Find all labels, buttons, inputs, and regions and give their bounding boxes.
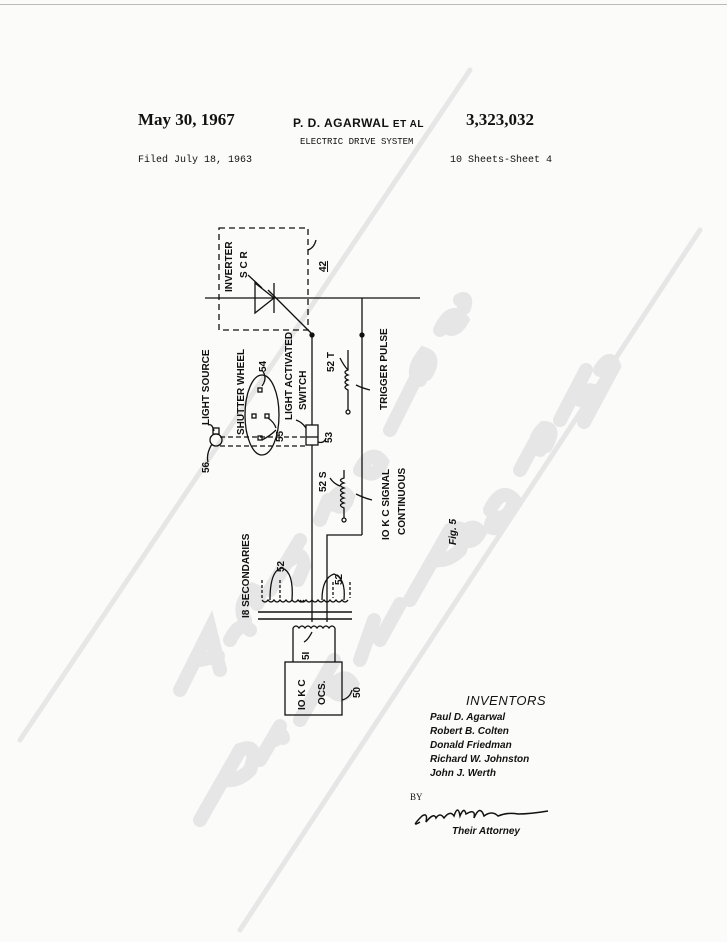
inventor-name: Robert B. Colten — [430, 726, 509, 737]
patent-number: 3,323,032 — [466, 110, 534, 129]
label-scr: S C R — [239, 251, 250, 278]
label-55: 55 — [275, 430, 286, 442]
attorney-signature — [414, 809, 549, 825]
coil-52s — [339, 470, 346, 518]
label-52b: 52 — [334, 573, 345, 585]
label-inverter: INVERTER — [224, 241, 235, 292]
diagram-labels: INVERTER S C R 42 LIGHT SOURCE SHUTTER W… — [201, 241, 459, 710]
inventor-name: P. D. AGARWAL — [293, 116, 390, 130]
oscillator-box — [284, 661, 343, 716]
label-50: 50 — [352, 686, 363, 698]
label-osc-2: OCS. — [317, 680, 328, 705]
coil-52t — [344, 350, 350, 410]
label-continuous: CONTINUOUS — [397, 467, 408, 535]
label-switch: SWITCH — [298, 371, 309, 410]
label-osc-1: IO K C — [297, 679, 308, 710]
label-light-source: LIGHT SOURCE — [201, 349, 212, 425]
inventor-header: P. D. AGARWAL ET AL — [293, 116, 424, 130]
scr-symbol — [254, 281, 276, 315]
label-52a: 52 — [276, 560, 287, 572]
patent-title: ELECTRIC DRIVE SYSTEM — [300, 137, 414, 147]
label-secondaries: I8 SECONDARIES — [241, 533, 252, 618]
inventors-heading: INVENTORS — [466, 693, 547, 708]
inventor-name: Donald Friedman — [430, 740, 512, 751]
filed-date: Filed July 18, 1963 — [138, 155, 253, 166]
label-52t: 52 T — [326, 352, 337, 372]
label-light-activated: LIGHT ACTIVATED — [284, 332, 295, 420]
label-56: 56 — [201, 461, 212, 473]
primary-winding — [292, 625, 336, 630]
watermark — [17, 67, 703, 933]
attorney-label: Their Attorney — [452, 826, 520, 837]
figure-label: Fig. 5 — [448, 518, 459, 545]
shutter-wheel — [244, 374, 280, 456]
inverter-box — [218, 227, 309, 331]
et-al: ET AL — [392, 119, 424, 130]
light-activated-switch — [305, 424, 319, 446]
label-shutter-wheel: SHUTTER WHEEL — [236, 349, 247, 435]
label-signal: IO K C SIGNAL — [381, 469, 392, 540]
scan-edge — [0, 4, 727, 5]
label-trigger-pulse: TRIGGER PULSE — [379, 328, 390, 410]
inventor-name: John J. Werth — [430, 768, 496, 779]
sheet-count: 10 Sheets-Sheet 4 — [450, 155, 553, 166]
by-label: BY — [410, 792, 423, 802]
label-54: 54 — [258, 360, 269, 372]
patent-date: May 30, 1967 — [138, 110, 235, 129]
label-42: 42 — [318, 260, 329, 272]
inventor-name: Richard W. Johnston — [430, 754, 530, 765]
label-52s: 52 S — [318, 471, 329, 492]
inventor-name: Paul D. Agarwal — [430, 712, 506, 723]
secondary-windings — [261, 598, 349, 603]
label-51: 5I — [301, 651, 312, 660]
label-53: 53 — [324, 431, 335, 443]
